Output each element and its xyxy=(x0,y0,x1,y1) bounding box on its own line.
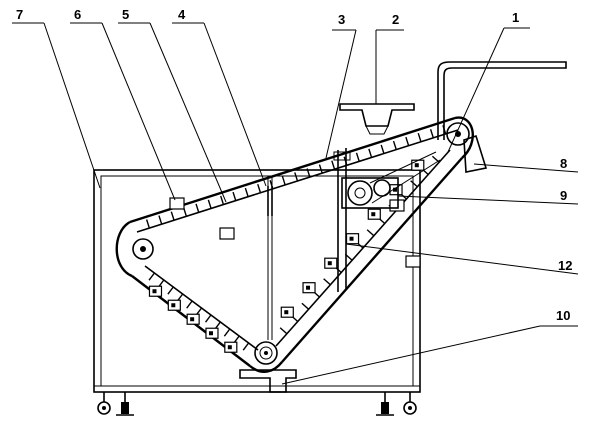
flight-slat xyxy=(244,187,249,197)
flight-slat xyxy=(366,229,375,237)
flight-slat xyxy=(195,203,200,213)
flight-slat xyxy=(281,176,286,186)
outlet-chute xyxy=(463,134,488,173)
bucket xyxy=(405,255,421,268)
tension-column xyxy=(333,148,351,292)
flight-slat xyxy=(257,183,262,193)
callout-4: 4 xyxy=(178,7,186,22)
flight-slat xyxy=(167,286,174,295)
bucket-mark xyxy=(327,261,332,266)
left-pulley xyxy=(132,238,154,260)
flight-slat xyxy=(232,191,237,201)
bucket xyxy=(389,199,405,212)
bottom-collector xyxy=(239,369,297,393)
flight-slat xyxy=(368,148,373,158)
callout-2: 2 xyxy=(392,12,399,27)
bucket-mark xyxy=(152,289,157,294)
flight-slat xyxy=(323,278,331,286)
bucket-mark xyxy=(349,236,354,241)
bucket xyxy=(219,227,235,240)
bucket-mark xyxy=(414,163,419,168)
callout-3: 3 xyxy=(338,12,345,27)
flight-slat xyxy=(301,302,310,310)
flight-slat xyxy=(429,129,434,139)
hopper xyxy=(339,103,415,135)
bucket-mark xyxy=(306,285,311,290)
callout-labels: 7 6 5 4 3 2 1 8 9 12 10 xyxy=(16,7,572,323)
flight-slat xyxy=(223,328,231,337)
flight-slat xyxy=(410,180,418,188)
flight-slat xyxy=(331,160,336,170)
callout-5: 5 xyxy=(122,7,129,22)
bucket-mark xyxy=(208,331,213,336)
callout-1: 1 xyxy=(512,10,519,25)
bucket-mark xyxy=(371,212,376,217)
flight-slat xyxy=(207,199,212,209)
flight-slat xyxy=(145,219,151,229)
bucket-mark xyxy=(284,310,289,315)
belt-flights xyxy=(145,125,447,353)
flight-slat xyxy=(380,144,385,154)
flight-slat xyxy=(306,168,311,178)
top-right-pulley xyxy=(446,122,470,146)
bucket-mark xyxy=(393,187,398,192)
flight-slat xyxy=(204,314,212,323)
flight-slat xyxy=(220,195,225,205)
caster-mid-right xyxy=(376,392,394,416)
flight-slat xyxy=(148,272,155,281)
flight-slat xyxy=(417,132,422,142)
bucket-mark xyxy=(190,317,195,322)
flight-slat xyxy=(318,164,323,174)
callout-10: 10 xyxy=(556,308,570,323)
callout-12: 12 xyxy=(558,258,572,273)
caster-mid-left xyxy=(116,392,134,416)
caster-left xyxy=(97,392,111,415)
flight-slat xyxy=(355,152,360,162)
caster-right xyxy=(403,392,417,415)
leader-lines xyxy=(12,22,579,385)
discharge-duct xyxy=(437,61,567,140)
callout-9: 9 xyxy=(560,188,567,203)
flight-slat xyxy=(158,215,163,225)
callout-8: 8 xyxy=(560,156,567,171)
drive-motor xyxy=(341,151,441,209)
flight-slat xyxy=(405,136,410,146)
flight-slat xyxy=(294,172,299,182)
callout-7: 7 xyxy=(16,7,23,22)
callout-6: 6 xyxy=(74,7,81,22)
flight-slat xyxy=(242,342,250,351)
bucket-mark xyxy=(171,303,176,308)
flight-slat xyxy=(392,140,397,150)
bucket xyxy=(169,197,185,210)
scraper-plate xyxy=(267,186,273,216)
flight-slat xyxy=(279,327,288,335)
flight-slat xyxy=(170,211,175,221)
frame xyxy=(93,169,421,416)
flight-slat xyxy=(186,300,193,309)
bucket-mark xyxy=(227,345,232,350)
bottom-pulley xyxy=(254,341,278,365)
